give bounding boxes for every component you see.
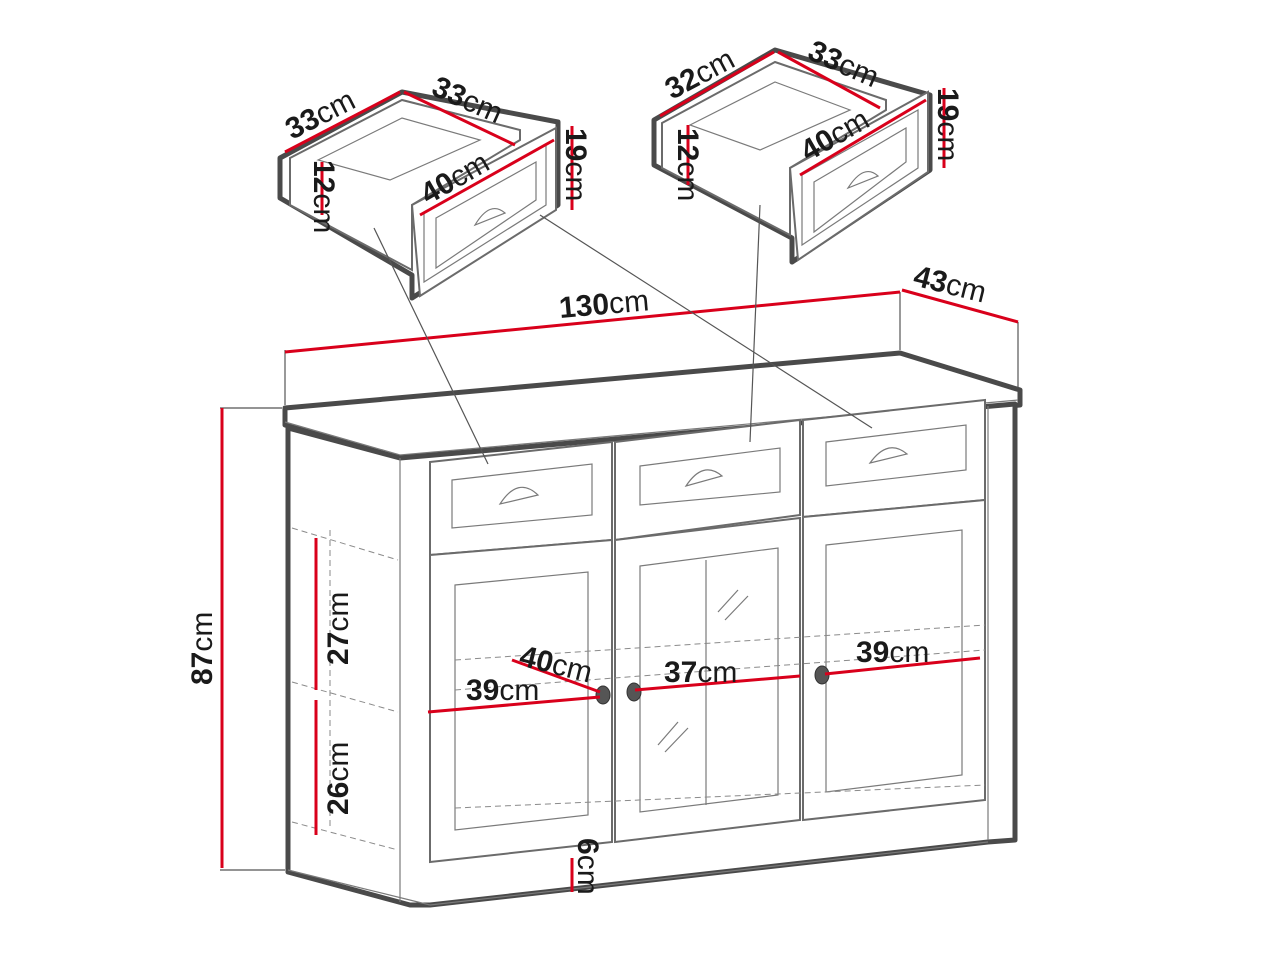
right-drawer-drawing — [651, 47, 946, 265]
left-drawer-front-height-label: 19cm — [559, 128, 592, 201]
right-compartment-label: 39cm — [856, 636, 929, 669]
cabinet-width-label: 130cm — [558, 284, 651, 325]
right-drawer-front-height-label: 19cm — [931, 88, 964, 161]
left-drawer-inner-height-label: 12cm — [307, 160, 340, 233]
right-drawer-inner-height-label: 12cm — [671, 128, 704, 201]
lower-shelf-gap-label: 26cm — [322, 742, 355, 815]
middle-compartment-label: 37cm — [664, 656, 737, 689]
upper-shelf-gap-label: 27cm — [322, 592, 355, 665]
cabinet-height-label: 87cm — [186, 612, 219, 685]
dimension-lines — [220, 204, 1019, 892]
left-drawer-drawing — [277, 89, 574, 301]
left-compartment-label: 39cm — [466, 674, 539, 707]
cabinet-drawing — [282, 350, 1023, 908]
plinth-label: 6cm — [571, 838, 604, 895]
